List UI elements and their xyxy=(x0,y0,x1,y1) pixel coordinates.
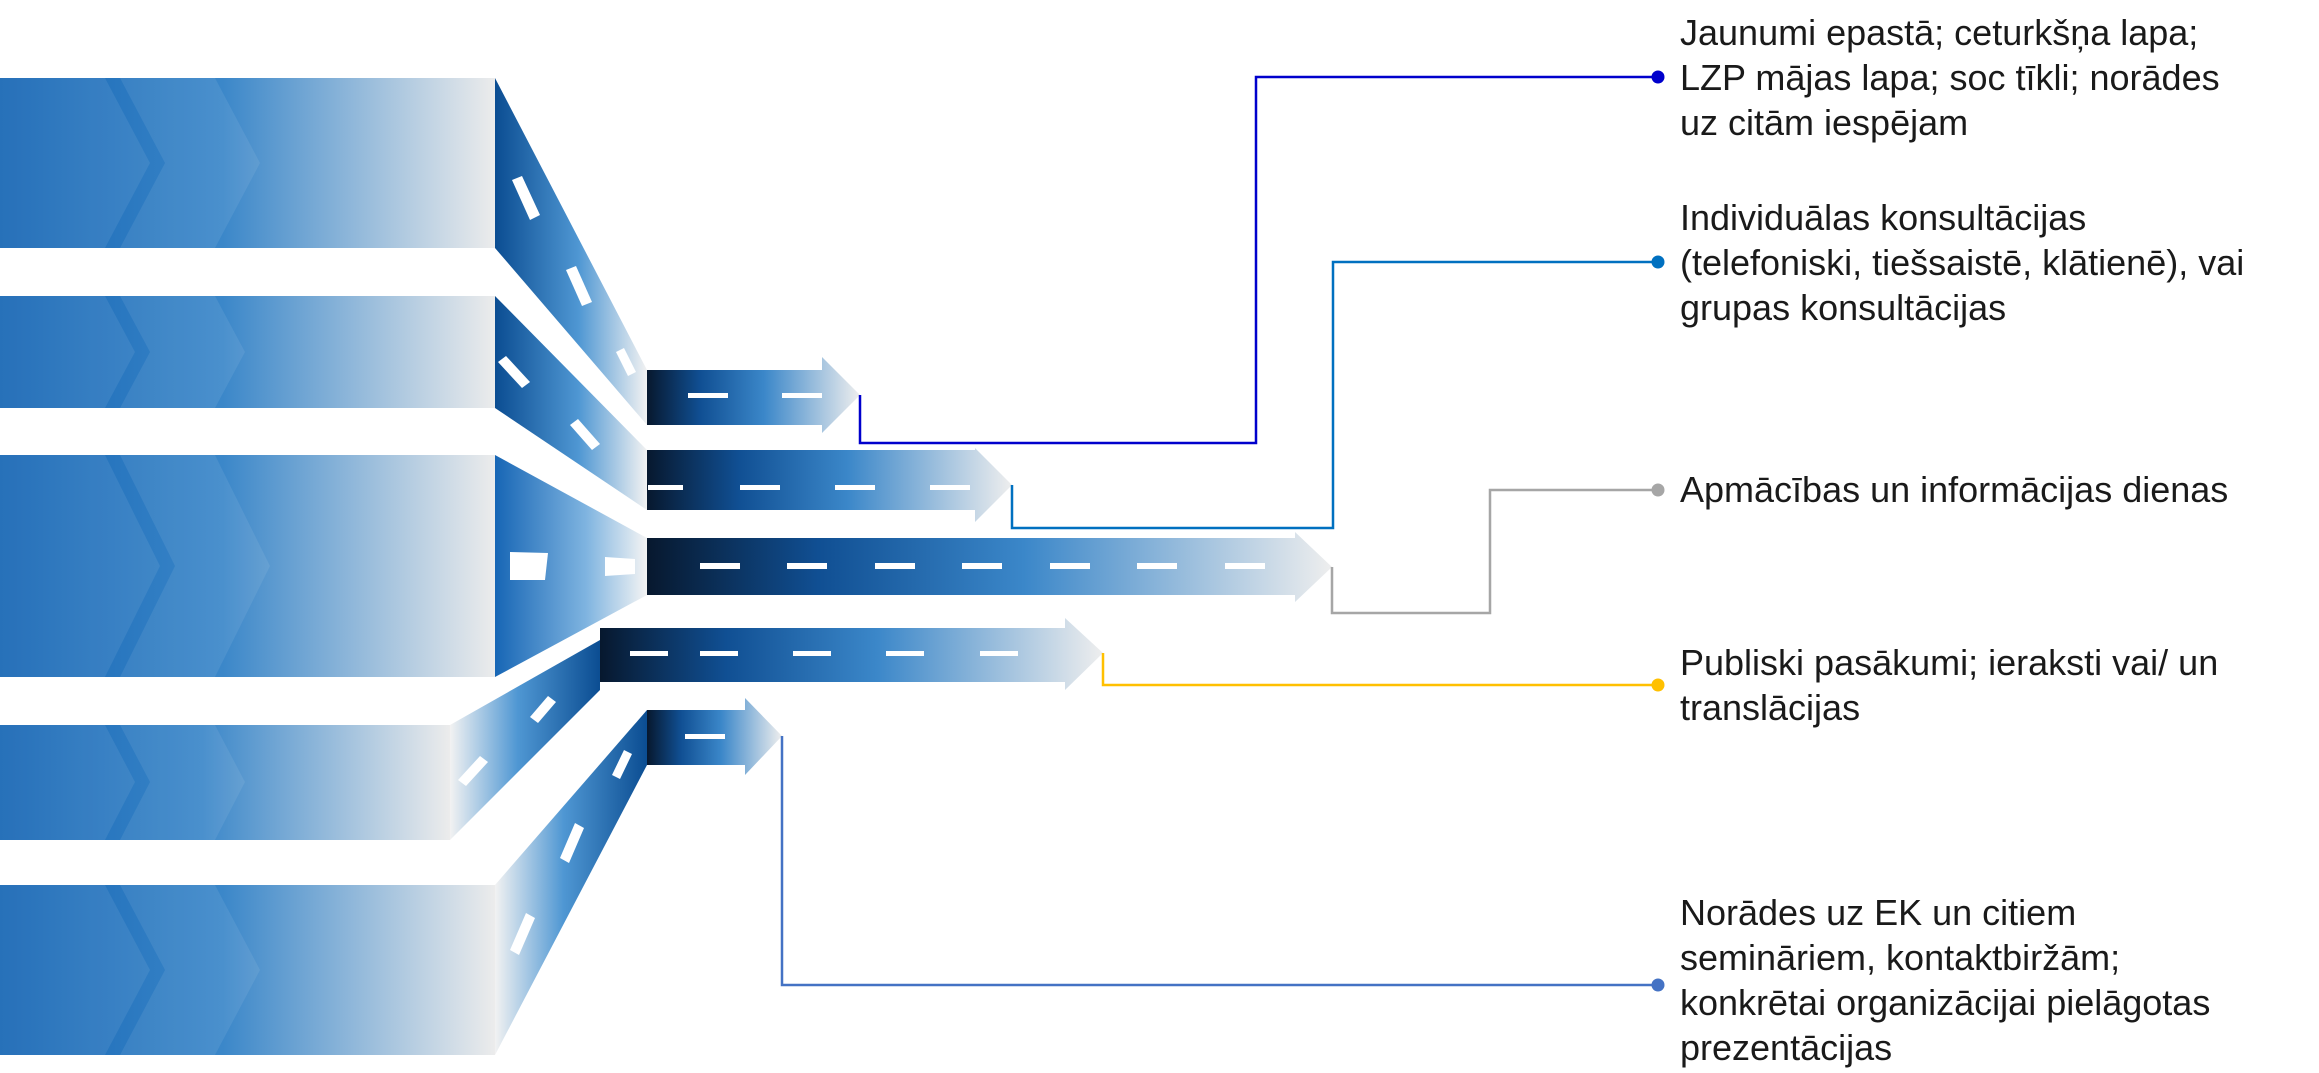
input-band-1 xyxy=(0,78,495,248)
output-arrow-5 xyxy=(647,698,782,775)
leader-line-email xyxy=(858,70,1665,445)
leader-line-consult xyxy=(1010,255,1665,530)
leader-dot-email xyxy=(1651,70,1665,84)
output-arrow-1 xyxy=(647,357,860,433)
label-consultations: Individuālas konsultācijas (telefoniski,… xyxy=(1680,197,2245,328)
leader-dot-events xyxy=(1651,678,1665,692)
output-arrow-2 xyxy=(647,448,1012,522)
input-band-2 xyxy=(0,296,495,408)
label-public-events: Publiski pasākumi; ieraksti vai/ un tran… xyxy=(1680,642,2219,728)
label-email-news: Jaunumi epastā; ceturkšņa lapa; LZP māja… xyxy=(1680,12,2220,143)
leader-dot-training xyxy=(1651,483,1665,497)
leader-line-events xyxy=(1101,653,1665,692)
leader-dot-consult xyxy=(1651,255,1665,269)
input-band-4 xyxy=(0,725,450,840)
connector-4 xyxy=(450,640,600,840)
output-arrow-4 xyxy=(600,618,1103,690)
connector-3 xyxy=(495,455,647,677)
connector-1 xyxy=(495,78,647,425)
label-references: Norādes uz EK un citiem semināriem, kont… xyxy=(1680,892,2211,1068)
connector-5 xyxy=(495,710,647,1055)
connector-2 xyxy=(495,296,647,510)
label-training-days: Apmācības un informācijas dienas xyxy=(1680,469,2229,510)
input-band-5 xyxy=(0,885,495,1055)
input-band-3 xyxy=(0,455,495,677)
output-arrow-3 xyxy=(647,532,1332,602)
leader-dot-references xyxy=(1651,978,1665,992)
leader-line-training xyxy=(1330,483,1665,615)
leader-line-references xyxy=(780,736,1665,992)
